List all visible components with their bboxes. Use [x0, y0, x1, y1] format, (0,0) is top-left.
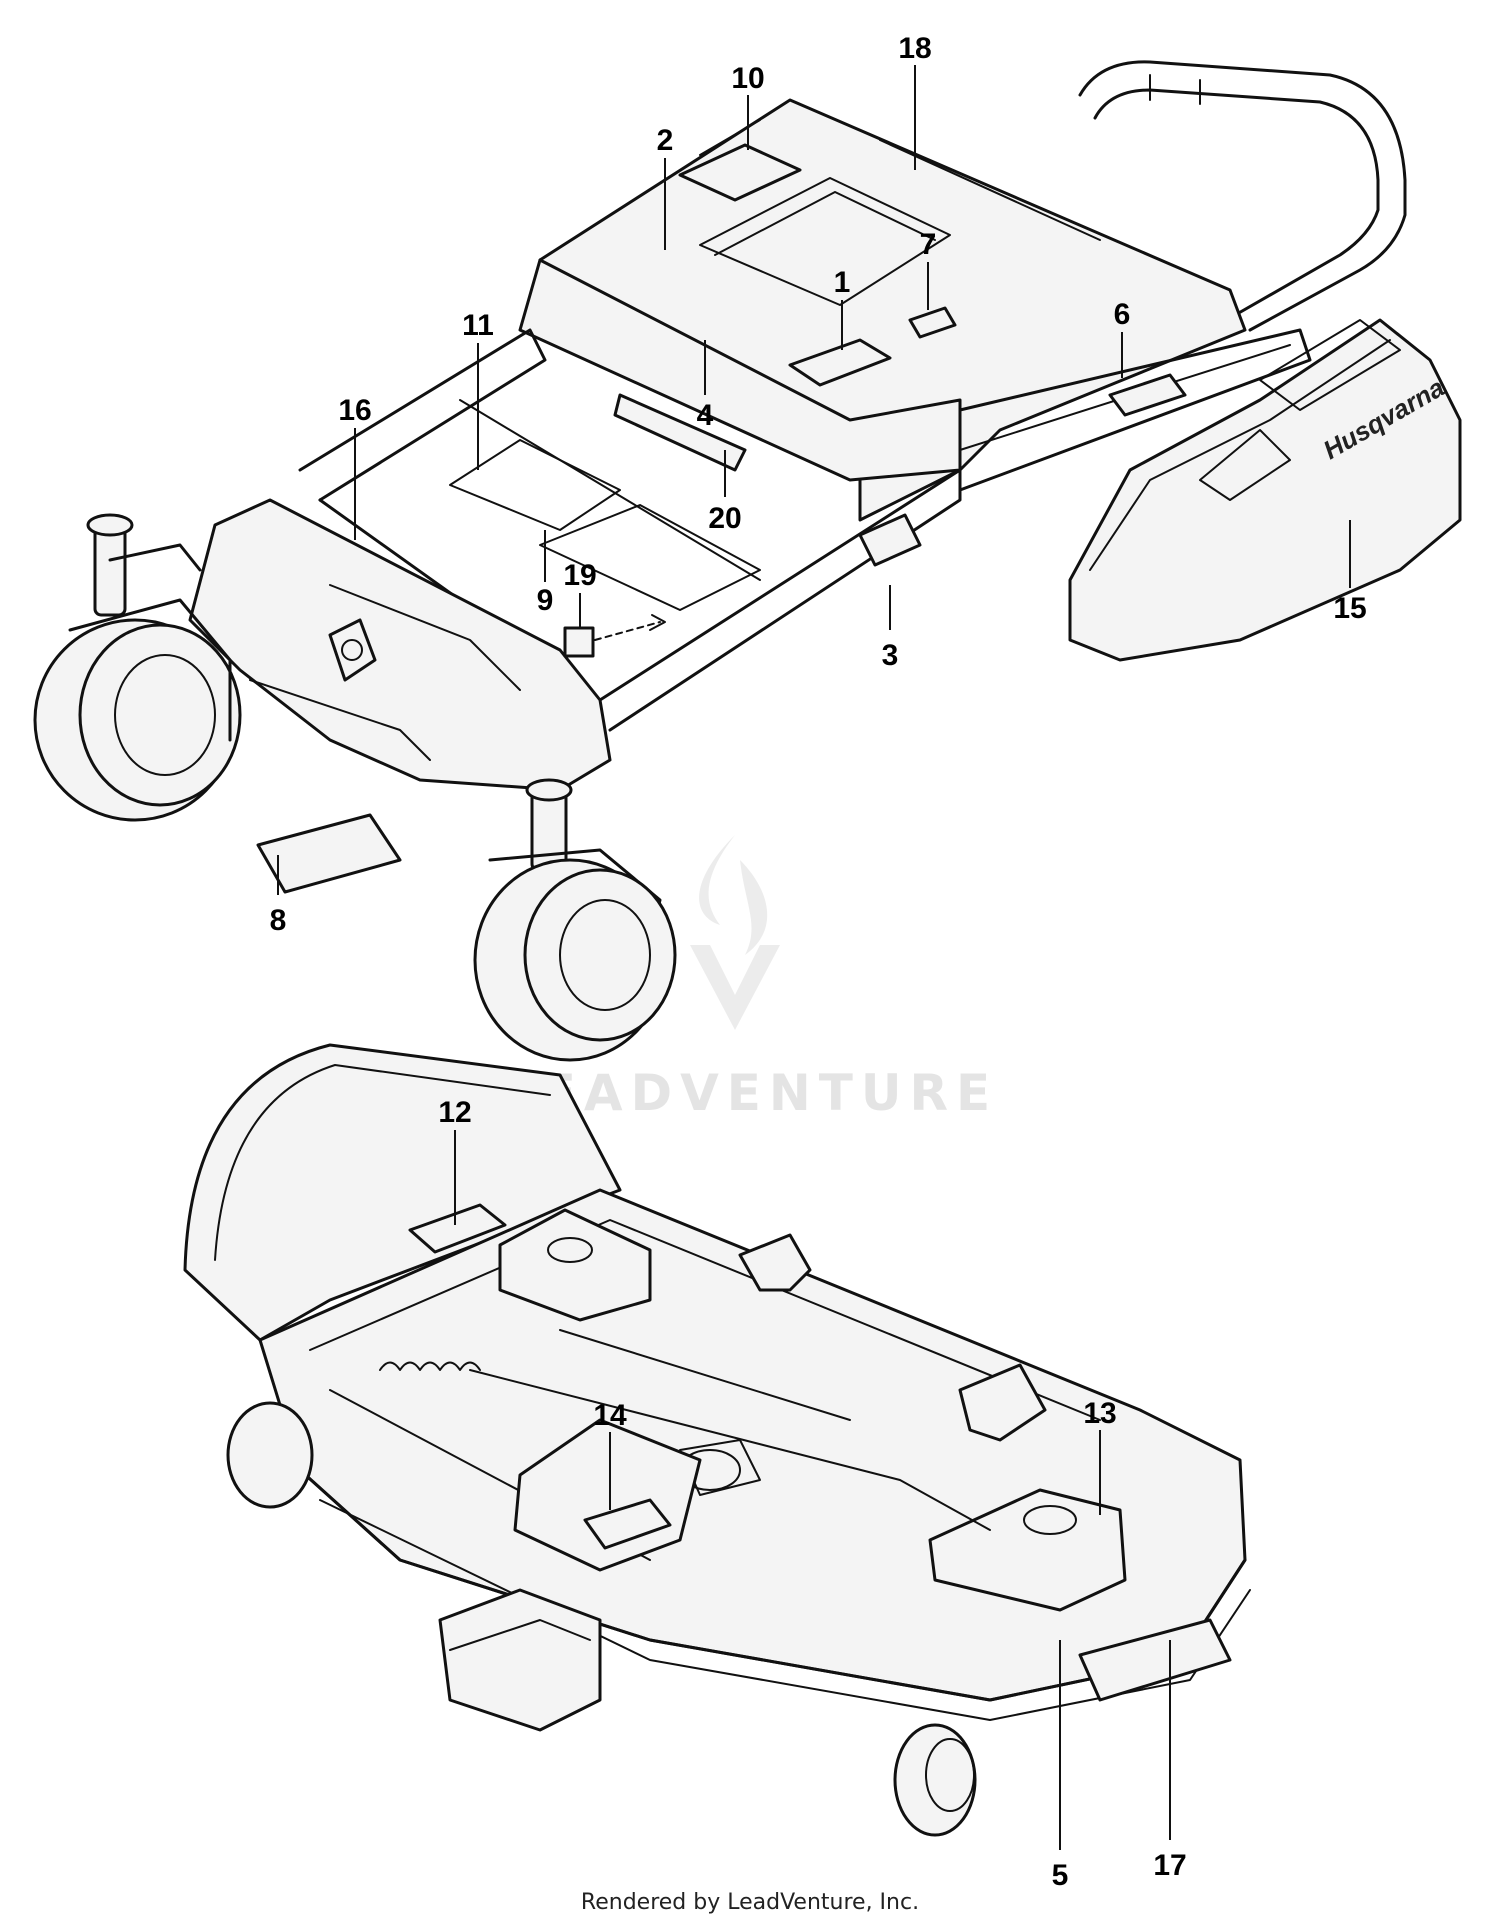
callout-12: 12: [438, 1096, 471, 1129]
callout-15: 15: [1333, 592, 1366, 625]
callout-5: 5: [1052, 1859, 1069, 1892]
callout-3: 3: [882, 639, 899, 672]
left-caster-wheel: [33, 513, 242, 822]
leadventure-flame-icon: [699, 835, 768, 955]
callout-4: 4: [697, 399, 714, 432]
callouts: 1 2 3 4 5 6 7 8 9 10 11 12 13 14 15 16 1: [270, 32, 1367, 1892]
callout-17: 17: [1153, 1849, 1186, 1882]
leadventure-v-icon: [690, 945, 780, 1030]
callout-16: 16: [338, 394, 371, 427]
callout-20: 20: [708, 502, 741, 535]
right-caster-wheel: [473, 778, 677, 1062]
husqvarna-badge-icon: [328, 618, 377, 682]
rear-fender: Husqvarna: [1068, 318, 1462, 662]
callout-6: 6: [1114, 298, 1131, 331]
watermark: LEADVENTURE: [502, 835, 998, 1122]
callout-13: 13: [1083, 1397, 1116, 1430]
watermark-text: LEADVENTURE: [502, 1064, 998, 1122]
tractor-decals: [256, 143, 1187, 894]
callout-1: 1: [834, 266, 851, 299]
callout-8: 8: [270, 904, 287, 937]
callout-9: 9: [537, 584, 554, 617]
callout-14: 14: [593, 1399, 627, 1432]
callout-10: 10: [731, 62, 764, 95]
callout-18: 18: [898, 32, 931, 65]
callout-11: 11: [462, 309, 494, 342]
callout-2: 2: [657, 124, 674, 157]
footer-credit: Rendered by LeadVenture, Inc.: [580, 1890, 920, 1915]
callout-7: 7: [920, 228, 937, 261]
callout-19: 19: [563, 559, 596, 592]
mower-deck: [183, 1043, 1251, 1837]
tractor-frame: [188, 60, 1407, 792]
